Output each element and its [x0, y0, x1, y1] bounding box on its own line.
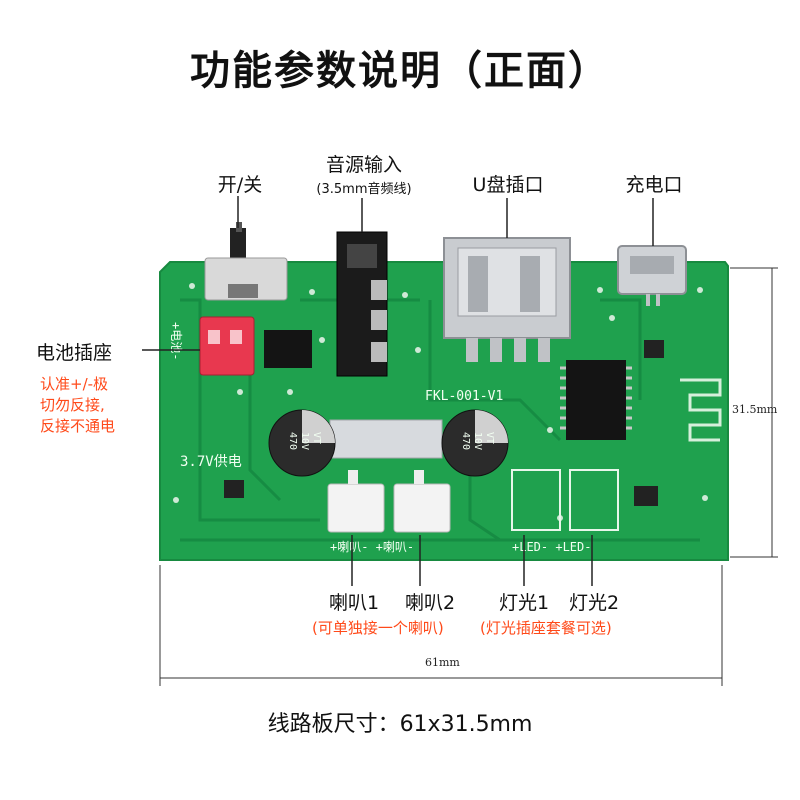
light-note: (灯光插座套餐可选) [480, 619, 612, 637]
speaker-silkscreen: +喇叭- +喇叭- [330, 539, 414, 554]
label-speaker1: 喇叭1 [328, 592, 380, 614]
battery-warning: 认准+/-极 切勿反接, 反接不通电 [40, 374, 115, 437]
voltage-silkscreen: 3.7V供电 [180, 454, 242, 470]
dimension-lines [159, 267, 778, 686]
cap-right-text-2: 10V [472, 432, 483, 450]
shield-plate [329, 419, 443, 459]
ic-chips [224, 330, 664, 506]
label-usb-port: U盘插口 [472, 174, 544, 196]
cap-right-text: 470 [460, 432, 471, 450]
cap-left-text: 470 [287, 432, 298, 450]
label-battery-socket: 电池插座 [36, 342, 113, 364]
led-silkscreen: +LED- +LED- [512, 540, 591, 554]
battery-connector [199, 316, 255, 376]
label-speaker2: 喇叭2 [404, 592, 456, 614]
battery-warning-line3: 反接不通电 [40, 417, 116, 435]
pcb-traces [180, 298, 700, 542]
label-audio-input-note: (3.5mm音频线) [316, 182, 412, 197]
battery-warning-line2: 切勿反接, [40, 396, 105, 414]
label-light2: 灯光2 [568, 592, 620, 614]
width-dimension: 61mm [425, 656, 460, 669]
usb-port [443, 237, 571, 362]
charge-port [617, 245, 687, 306]
capacitor-right [441, 409, 509, 477]
battery-warning-line1: 认准+/-极 [40, 375, 109, 393]
speaker-note: (可单独接一个喇叭) [312, 619, 444, 637]
height-dimension: 31.5mm [732, 403, 778, 416]
capacitor-left [268, 409, 336, 477]
cap-right-text-3: VT [484, 432, 495, 444]
label-charge-port: 充电口 [625, 174, 683, 196]
model-silkscreen: FKL-001-V1 [425, 389, 503, 404]
battery-silkscreen: +电池- [169, 322, 183, 360]
cap-left-text-3: VT [311, 432, 322, 444]
label-power-switch: 开/关 [217, 174, 263, 196]
leader-lines [142, 196, 654, 586]
power-switch [204, 222, 288, 301]
audio-jack [336, 231, 388, 377]
page-title: 功能参数说明（正面） [190, 48, 610, 94]
ic-pins [560, 366, 632, 430]
board-size-footer: 线路板尺寸：61x31.5mm [267, 712, 533, 737]
led-footprints [511, 469, 619, 531]
cap-left-text-2: 10V [299, 432, 310, 450]
label-light1: 灯光1 [498, 592, 550, 614]
label-audio-input: 音源输入 [325, 154, 403, 176]
pcb-vias [173, 283, 708, 521]
antenna-trace [680, 378, 722, 442]
speaker-connector-1 [327, 470, 385, 533]
speaker-connector-2 [393, 470, 451, 533]
